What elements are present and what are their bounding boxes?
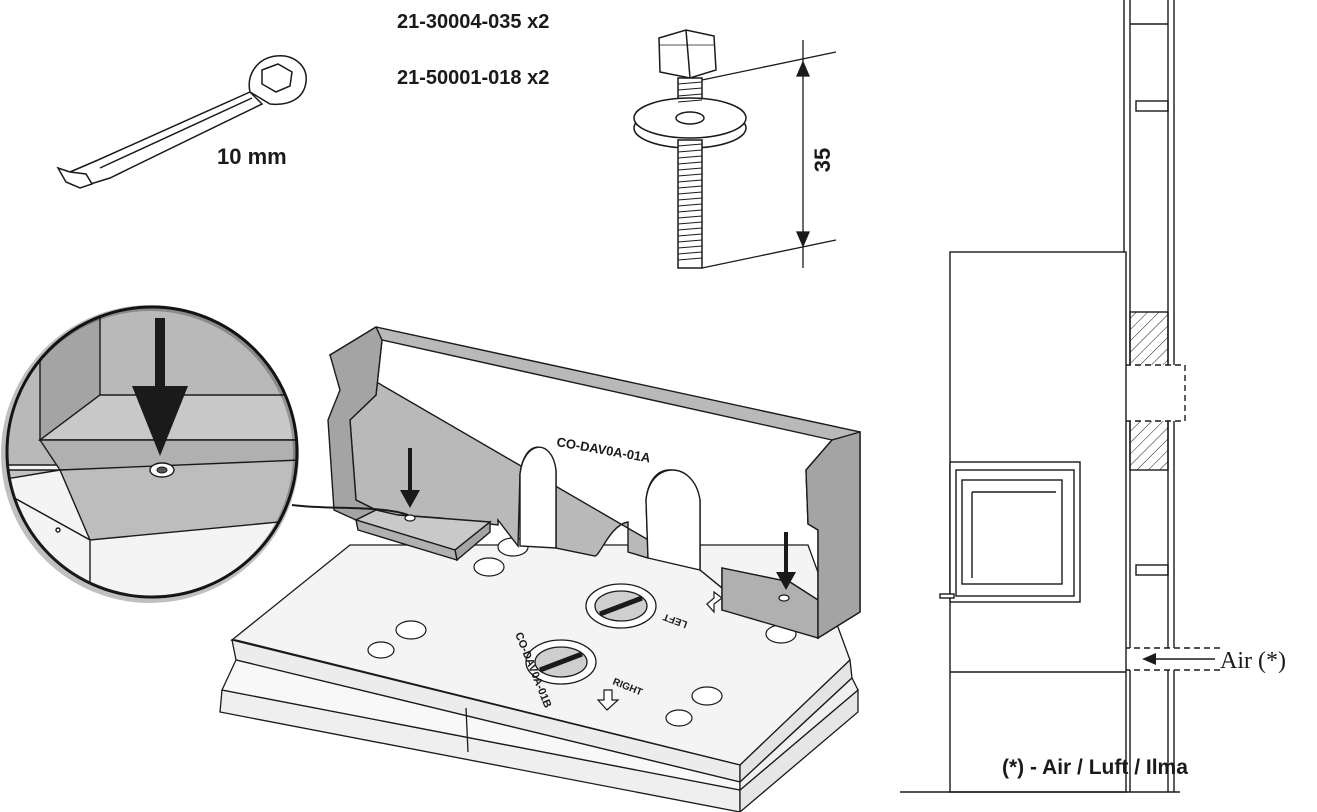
air-arrow-icon [1142, 653, 1215, 665]
bolt-length-label: 35 [810, 148, 835, 172]
part-number-1: 21-30004-035 x2 [397, 11, 549, 33]
down-arrow-icon [400, 448, 420, 508]
wrench-size-label: 10 mm [217, 144, 287, 169]
screw-hole-right [778, 594, 790, 602]
detail-magnifier [5, 305, 299, 599]
down-arrow-icon [776, 532, 796, 590]
part-number-2: 21-50001-018 x2 [397, 67, 549, 89]
plate-part-label: CO-DAV0A-01A [555, 434, 652, 465]
dimension-line [701, 40, 837, 269]
zoom-leader-line [291, 504, 409, 516]
right-marker-arrow [596, 689, 620, 711]
outlet-right [525, 639, 597, 685]
air-footnote: (*) - Air / Luft / Ilma [1002, 756, 1188, 779]
air-label: Air (*) [1220, 648, 1286, 674]
wrench-icon [56, 55, 307, 189]
outlet-left [585, 583, 657, 629]
left-marker-arrow [706, 590, 723, 614]
stove-side-view [939, 251, 1127, 793]
screw-hole-left [404, 514, 416, 522]
magnifier-shadow [1, 305, 299, 603]
bolt-icon [633, 29, 747, 269]
mounting-plate [327, 325, 861, 640]
bolt-thread [677, 81, 703, 261]
wall-section [1123, 0, 1222, 792]
